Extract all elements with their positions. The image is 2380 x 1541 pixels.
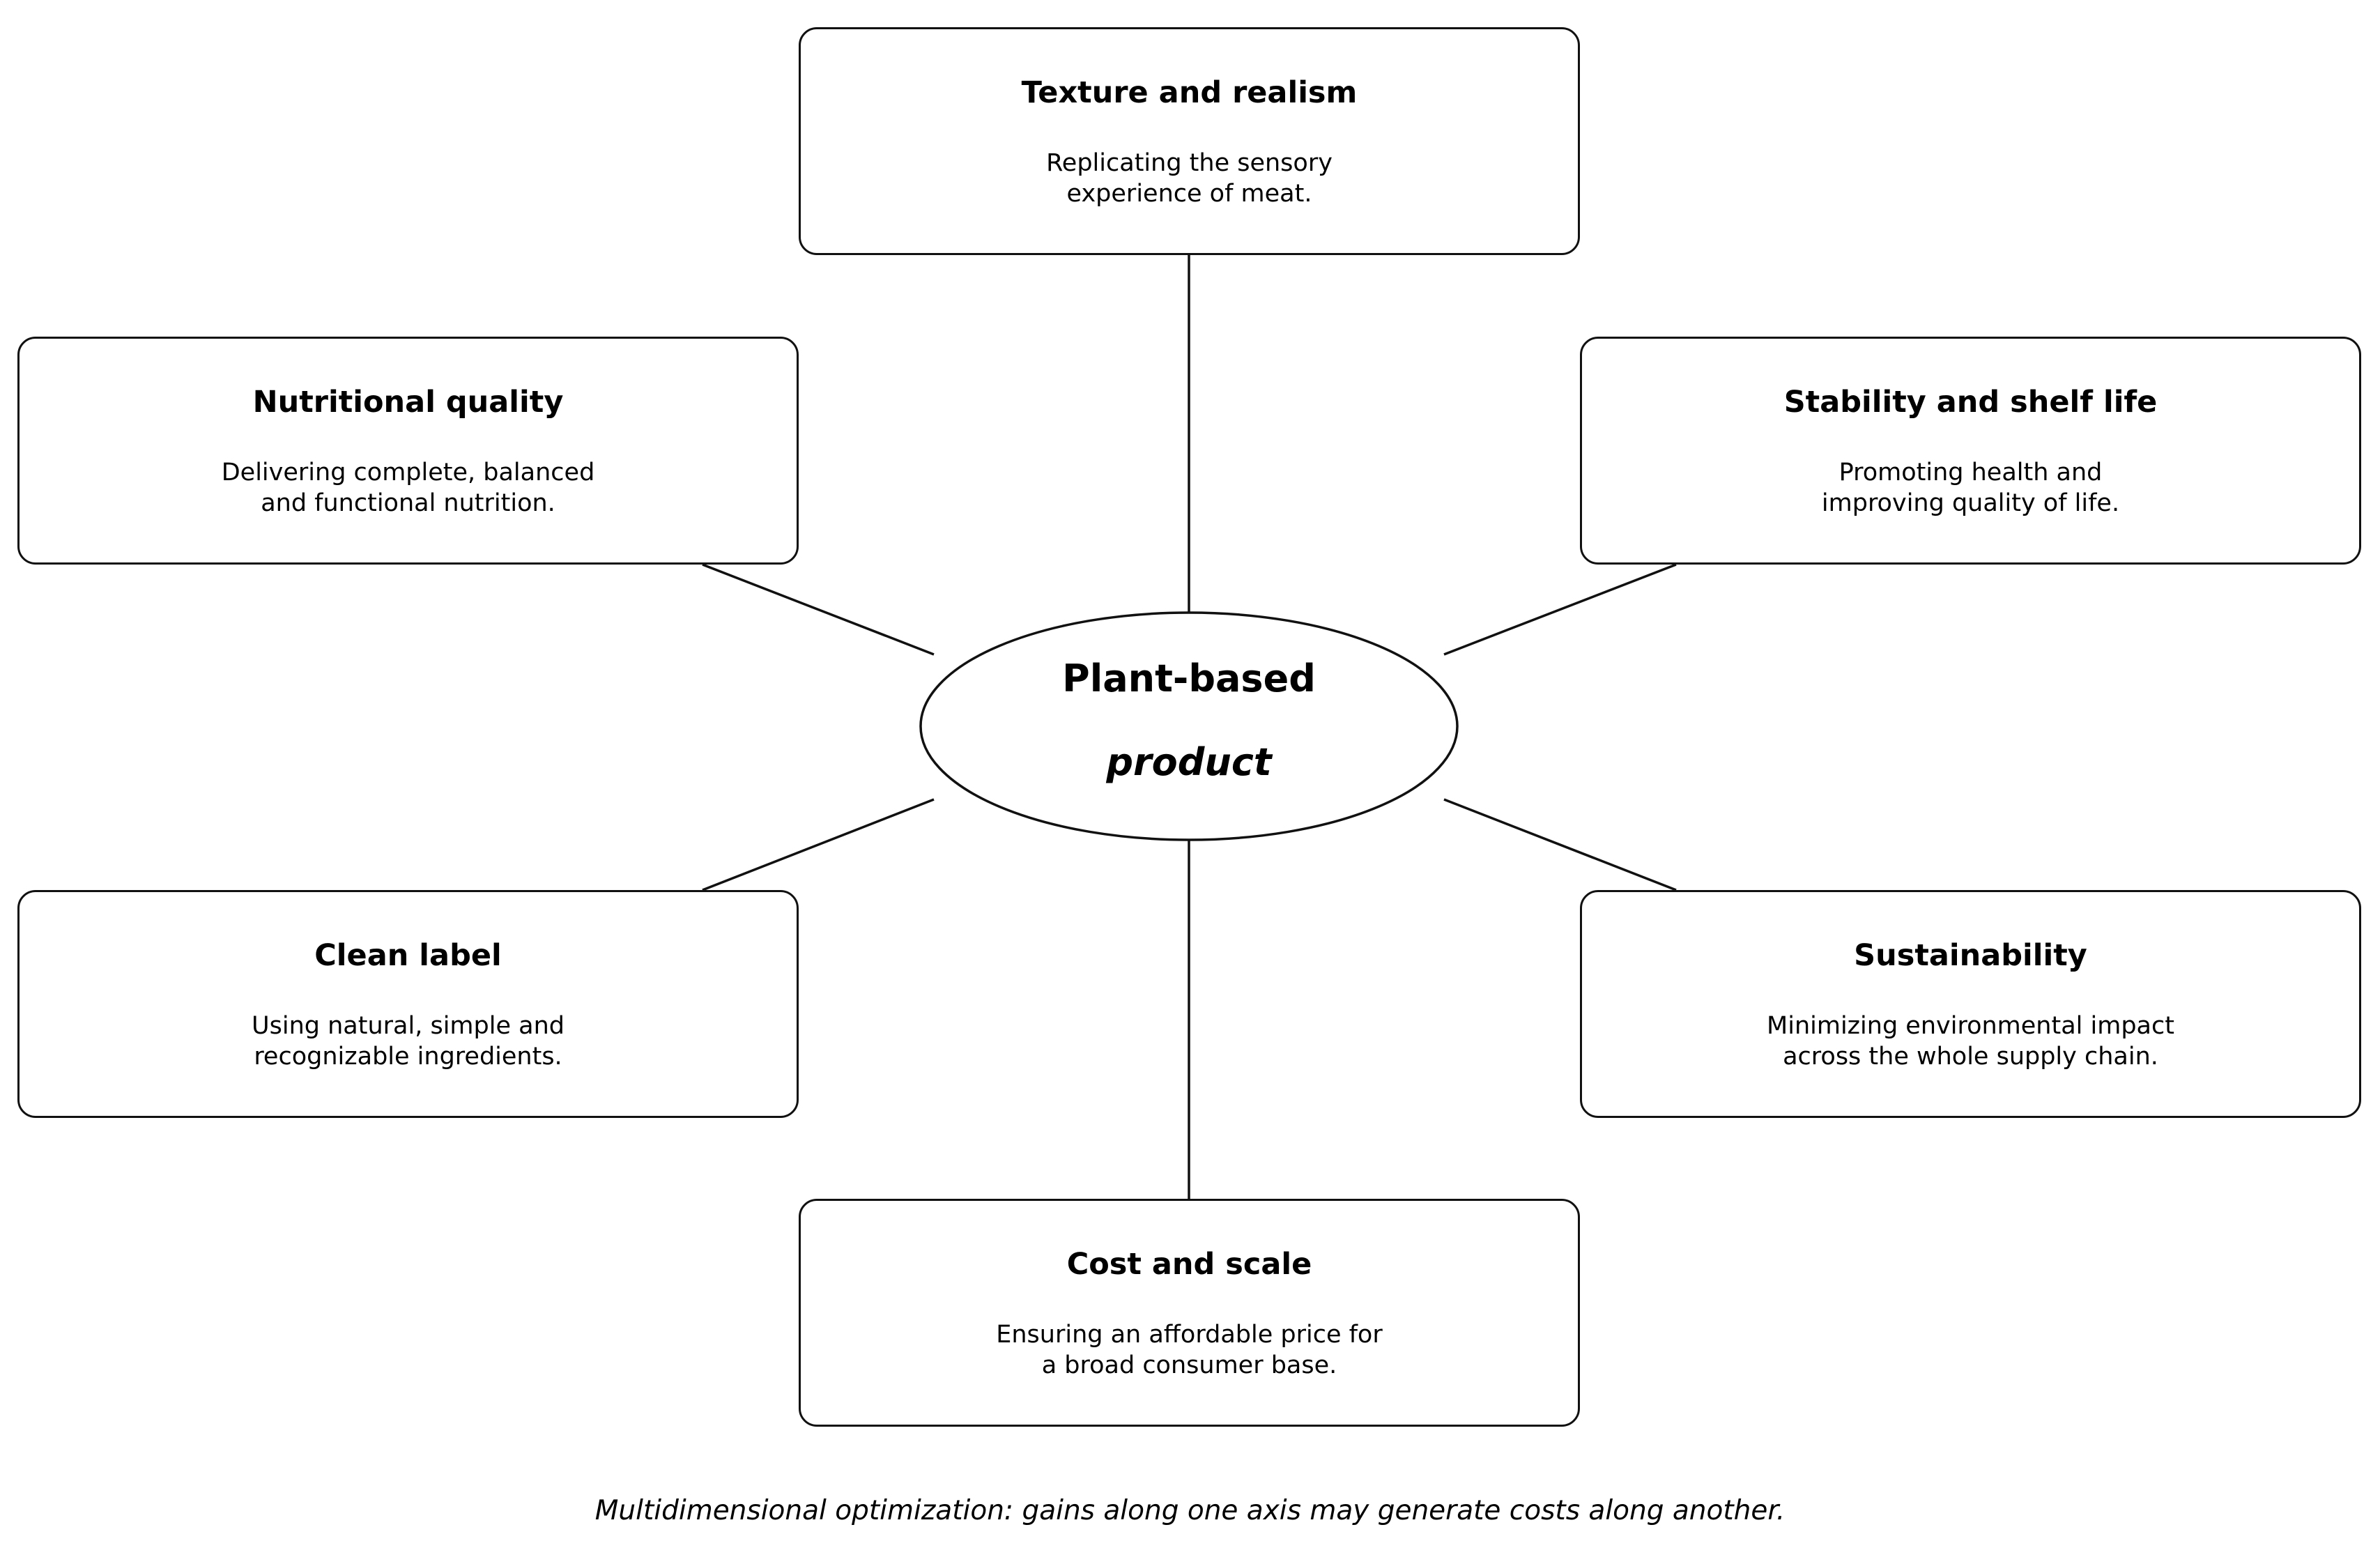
node-description: Promoting health and improving quality o… xyxy=(1821,459,2120,517)
center-subtitle: product xyxy=(1106,740,1272,784)
connector-clean xyxy=(702,798,935,891)
node-title: Stability and shelf life xyxy=(1783,385,2158,420)
node-description: Minimizing environmental impact across t… xyxy=(1767,1012,2174,1071)
center-title: Plant-based xyxy=(1062,657,1316,700)
node-title: Cost and scale xyxy=(1066,1247,1312,1282)
node-description: Replicating the sensory experience of me… xyxy=(1046,149,1333,208)
node-description: Delivering complete, balanced and functi… xyxy=(221,459,595,517)
node-texture: Texture and realism Replicating the sens… xyxy=(799,27,1580,255)
node-sustainability: Sustainability Minimizing environmental … xyxy=(1580,890,2361,1118)
node-title: Sustainability xyxy=(1854,938,2087,973)
connector-stability xyxy=(1443,563,1677,656)
connector-nutrition xyxy=(702,563,935,656)
node-title: Clean label xyxy=(314,938,502,973)
node-clean-label: Clean label Using natural, simple and re… xyxy=(17,890,799,1118)
node-title: Texture and realism xyxy=(1021,75,1358,110)
node-description: Ensuring an affordable price for a broad… xyxy=(996,1321,1383,1379)
center-node: Plant-based product xyxy=(920,613,1458,841)
node-stability: Stability and shelf life Promoting healt… xyxy=(1580,337,2361,565)
node-title: Nutritional quality xyxy=(252,385,564,420)
diagram-caption: Multidimensional optimization: gains alo… xyxy=(594,1495,1786,1526)
connector-sustainability xyxy=(1443,798,1677,891)
node-description: Using natural, simple and recognizable i… xyxy=(252,1012,565,1071)
node-cost: Cost and scale Ensuring an affordable pr… xyxy=(799,1199,1580,1427)
node-nutrition: Nutritional quality Delivering complete,… xyxy=(17,337,799,565)
